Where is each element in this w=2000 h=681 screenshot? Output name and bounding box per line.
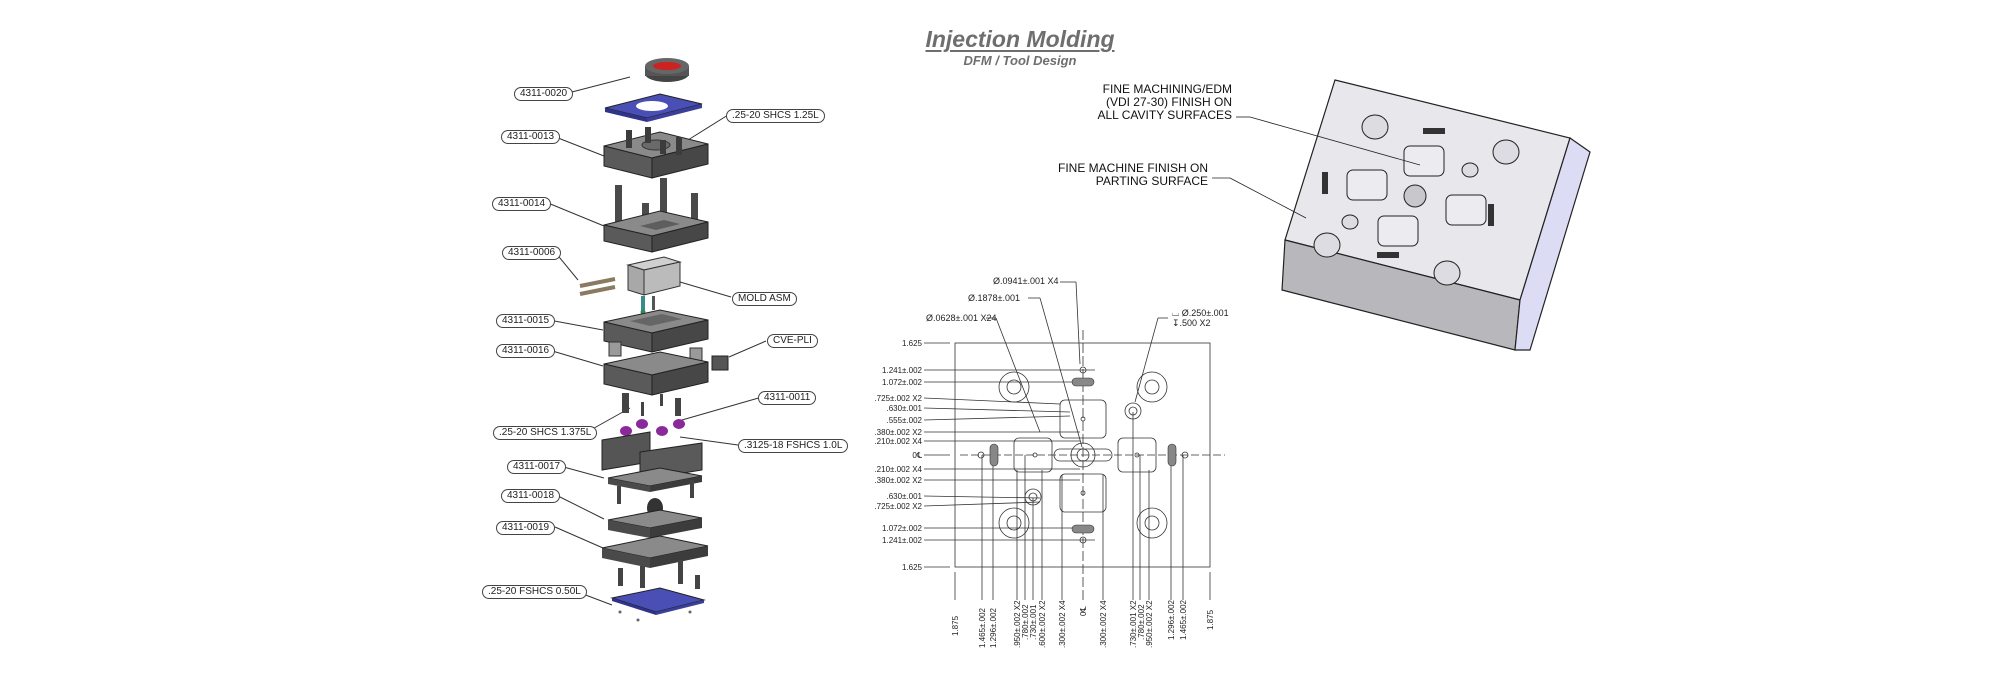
note-parting-finish: FINE MACHINE FINISH ON PARTING SURFACE [1057, 161, 1208, 188]
left-dim-1: 1.241±.002 [882, 366, 922, 375]
block-side-face [1514, 137, 1591, 351]
exploded-leader-lines [547, 76, 767, 606]
left-dim-6: .380±.002 X2 [874, 428, 922, 437]
3d-markers [1322, 128, 1494, 258]
left-dim-15: 1.625 [901, 563, 922, 572]
hole-callout-1878: Ø.1878±.001 [968, 293, 1020, 303]
purple-caps [620, 419, 685, 436]
left-dim-5: .555±.002 [886, 416, 922, 425]
left-dim-9: .210±.002 X4 [874, 465, 922, 474]
guide-holes [1313, 114, 1520, 286]
callout-4311-0020: 4311-0020 [514, 87, 574, 101]
part-4311-0013 [603, 127, 709, 179]
part-4311-0015 [603, 309, 709, 353]
left-dim-7: .210±.002 X4 [874, 437, 922, 446]
note-leaders [1212, 116, 1421, 219]
callout-4311-0018: 4311-0018 [501, 489, 561, 503]
note-cavity-finish: FINE MACHINING/EDM (VDI 27-30) FINISH ON… [1097, 82, 1233, 122]
callout-4311-0015: 4311-0015 [496, 314, 556, 328]
callout-3125-18-fshcs-1-0l: .3125-18 FSHCS 1.0L [738, 439, 849, 453]
callout-25-20-shcs-1-375l: .25-20 SHCS 1.375L [493, 426, 598, 440]
part-4311-0006 [579, 277, 616, 296]
hole-callout-counterbore: ⌴ Ø.250±.001 [1172, 308, 1229, 318]
callout-4311-0014: 4311-0014 [492, 197, 552, 211]
part-4311-0019 [601, 535, 709, 589]
page-title: Injection Molding [925, 26, 1115, 52]
vertical-dim-lines [954, 330, 1211, 600]
callout-4311-0017: 4311-0017 [507, 460, 567, 474]
3d-cavities [1346, 145, 1487, 247]
horizontal-dim-lines [923, 342, 1225, 568]
left-dim-2: 1.072±.002 [882, 378, 922, 387]
left-dim-10: .380±.002 X2 [874, 476, 922, 485]
callout-4311-0013: 4311-0013 [501, 130, 561, 144]
callout-25-20-fshcs-0-50l: .25-20 FSHCS 0.50L [482, 585, 587, 599]
callout-25-20-shcs-1-25l: .25-20 SHCS 1.25L [726, 109, 825, 123]
hole-leaders [986, 281, 1168, 448]
part-4311-0014 [603, 210, 709, 253]
part-4311-0020 [645, 58, 689, 82]
callout-mold-asm: MOLD ASM [732, 292, 797, 306]
callout-4311-0006: 4311-0006 [502, 246, 562, 260]
cavities [977, 366, 1189, 544]
left-dim-13: 1.072±.002 [882, 524, 922, 533]
callout-4311-0011: 4311-0011 [758, 391, 817, 405]
part-4311-0017 [607, 467, 703, 504]
callout-4311-0016: 4311-0016 [496, 344, 556, 358]
hole-callout-0941: Ø.0941±.001 X4 [993, 276, 1059, 286]
callout-4311-0019: 4311-0019 [496, 521, 556, 535]
left-dim-11: .630±.001 [886, 492, 922, 501]
hole-callout-depth: ↧.500 X2 [1172, 318, 1211, 328]
part-mold-asm [626, 256, 682, 315]
bolts-0016 [622, 393, 681, 416]
part-4311-0016 [603, 341, 729, 396]
cavity-block [1281, 79, 1591, 351]
counterbore-holes [998, 371, 1168, 539]
patent-markers [989, 377, 1177, 534]
hole-callout-0628: Ø.0628±.001 X24 [926, 313, 997, 323]
part-4311-0018 [607, 498, 703, 538]
part-top-plate [604, 93, 703, 122]
left-dim-4: .630±.001 [886, 404, 922, 413]
page-subtitle: DFM / Tool Design [963, 53, 1077, 68]
left-dim-3: .725±.002 X2 [874, 394, 922, 403]
callout-cve-pli: CVE-PLI [767, 334, 818, 348]
part-bottom-plate [610, 587, 706, 622]
left-dim-14: 1.241±.002 [882, 536, 922, 545]
left-dim-8: 0℄ [912, 451, 922, 460]
left-dim-0: 1.625 [901, 339, 922, 348]
left-dim-12: .725±.002 X2 [874, 502, 922, 511]
